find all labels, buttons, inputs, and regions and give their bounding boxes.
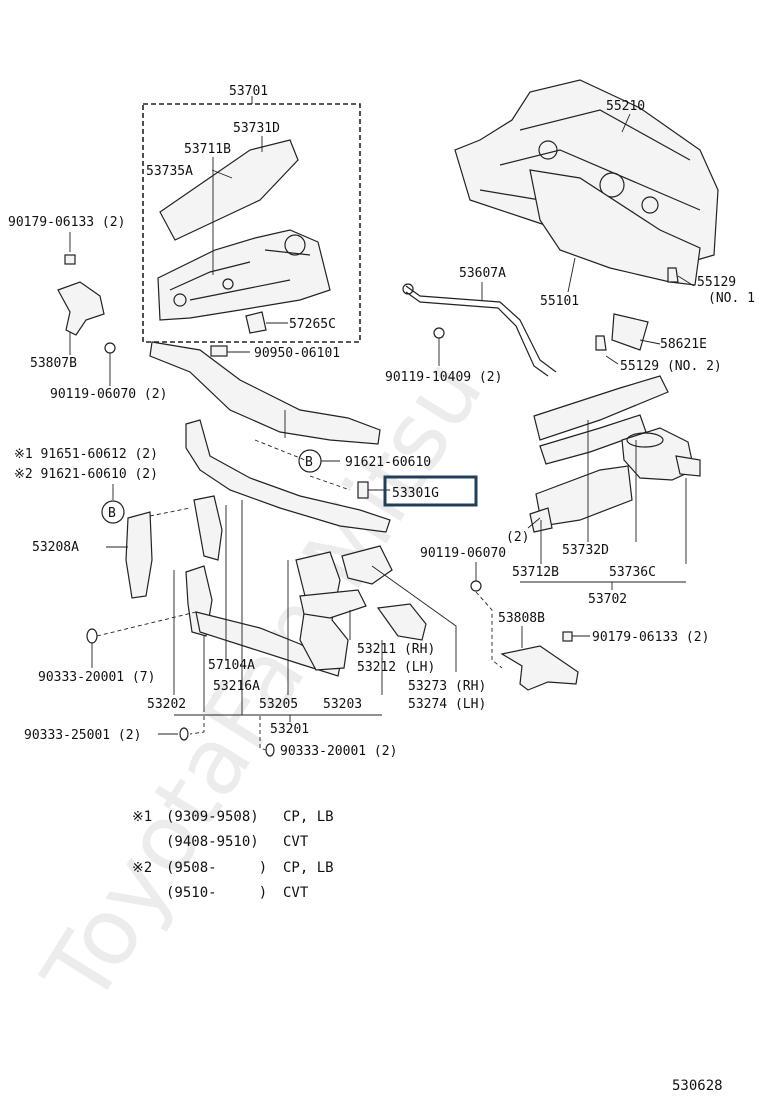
part-upper-member <box>149 341 381 445</box>
note-1-model: CP, LB <box>283 809 334 825</box>
part-member-53732D <box>533 375 669 441</box>
bolt-icon <box>433 327 445 339</box>
note-2-range: (9408-9510) <box>166 834 259 850</box>
diagram-id: 530628 <box>672 1078 723 1094</box>
callout-53711B: 53711B <box>184 142 231 157</box>
callout-53211: 53211 (RH) <box>357 642 435 657</box>
part-cross-member <box>185 419 391 533</box>
callout-55101: 55101 <box>540 294 579 309</box>
note-4-range: (9510- ) <box>166 885 267 901</box>
bolt-icon <box>104 342 116 354</box>
group-bracket-53701 <box>142 103 361 343</box>
plug-icon <box>210 345 228 357</box>
note-1-range: (9309-9508) <box>166 809 259 825</box>
callout-55129-a: 55129 <box>697 275 736 290</box>
note-3-range: (9508- ) <box>166 860 267 876</box>
grommet-icon <box>179 727 189 741</box>
marker-b-label: B <box>305 455 313 470</box>
callout-53736C: 53736C <box>609 565 656 580</box>
part-stay-53273 <box>376 603 427 641</box>
callout-90333-20001-a: 90333-20001 (7) <box>38 670 155 685</box>
callout-53702: 53702 <box>588 592 627 607</box>
part-rod-53607A <box>405 285 557 373</box>
callout-58621E: 58621E <box>660 337 707 352</box>
callout-53808B: 53808B <box>498 611 545 626</box>
note-2-model: CVT <box>283 834 309 850</box>
part-clip-57265C <box>245 311 267 334</box>
note-1-mark: ※1 <box>132 809 152 825</box>
callout-mark1-91651: ※1 91651-60612 (2) <box>14 447 158 462</box>
callout-53807B: 53807B <box>30 356 77 371</box>
part-lower-frame <box>195 611 341 677</box>
callout-53735A: 53735A <box>146 164 193 179</box>
callout-53607A: 53607A <box>459 266 506 281</box>
part-tower-53736C <box>621 427 695 481</box>
callout-90333-25001: 90333-25001 (2) <box>24 728 141 743</box>
part-bracket-upper-right <box>341 545 393 585</box>
part-stay-53211 <box>299 589 367 619</box>
callout-55210: 55210 <box>606 99 645 114</box>
nut-icon <box>64 254 76 265</box>
callout-57265C: 57265C <box>289 317 336 332</box>
callout-90119-06070-a: 90119-06070 (2) <box>50 387 167 402</box>
callout-53212: 53212 (LH) <box>357 660 435 675</box>
callout-53301G[interactable]: 53301G <box>392 486 439 501</box>
note-4-model: CVT <box>283 885 309 901</box>
callout-53208A: 53208A <box>32 540 79 555</box>
part-53301G <box>357 481 369 499</box>
note-3-model: CP, LB <box>283 860 334 876</box>
callout-90179-06133-a: 90179-06133 (2) <box>8 215 125 230</box>
part-apron-upper <box>159 139 299 241</box>
grommet-icon <box>86 628 98 644</box>
callout-53205: 53205 <box>259 697 298 712</box>
callout-90950-06101: 90950-06101 <box>254 346 340 361</box>
part-insulator-58621E <box>611 313 649 351</box>
callout-90333-20001-c: 90333-20001 (2) <box>280 744 397 759</box>
callout-53712B: 53712B <box>512 565 559 580</box>
callout-2: (2) <box>506 530 529 545</box>
part-bracket-53807B <box>57 281 105 336</box>
notes-block: ※1 (9309-9508) CP, LB (9408-9510) CVT ※2… <box>132 809 334 901</box>
part-apron-main <box>157 229 331 321</box>
callout-53274: 53274 (LH) <box>408 697 486 712</box>
callout-91621-60610: 91621-60610 <box>345 455 431 470</box>
callout-90179-06133-b: 90179-06133 (2) <box>592 630 709 645</box>
callout-53273: 53273 (RH) <box>408 679 486 694</box>
marker-b-circle-left <box>101 500 125 524</box>
callout-90119-06070-b: 90119-06070 <box>420 546 506 561</box>
part-side-upper <box>193 495 223 561</box>
callout-55129-a-note: (NO. 1 <box>708 291 755 306</box>
nut-icon <box>562 631 573 642</box>
callout-53203: 53203 <box>323 697 362 712</box>
callout-53731D: 53731D <box>233 121 280 136</box>
grommet-icon <box>265 743 275 757</box>
note-3-mark: ※2 <box>132 860 152 876</box>
part-clip-55129-no1 <box>667 267 679 283</box>
marker-b-label-left: B <box>108 506 116 521</box>
callout-57104A: 57104A <box>208 658 255 673</box>
callout-53202: 53202 <box>147 697 186 712</box>
part-bracket-53808B <box>500 645 579 691</box>
part-clip-55129-no2 <box>595 335 607 351</box>
part-brace-53208A <box>125 511 153 599</box>
highlight-box-53301G[interactable] <box>383 475 478 507</box>
callout-mark2-91621: ※2 91621-60610 (2) <box>14 467 158 482</box>
callout-55129-b: 55129 (NO. 2) <box>620 359 722 374</box>
bolt-icon <box>470 580 482 592</box>
callout-53732D: 53732D <box>562 543 609 558</box>
callout-53216A: 53216A <box>213 679 260 694</box>
callout-53701: 53701 <box>229 84 268 99</box>
callout-90119-10409: 90119-10409 (2) <box>385 370 502 385</box>
callout-53201: 53201 <box>270 722 309 737</box>
part-dash-lower-55101 <box>529 169 701 286</box>
